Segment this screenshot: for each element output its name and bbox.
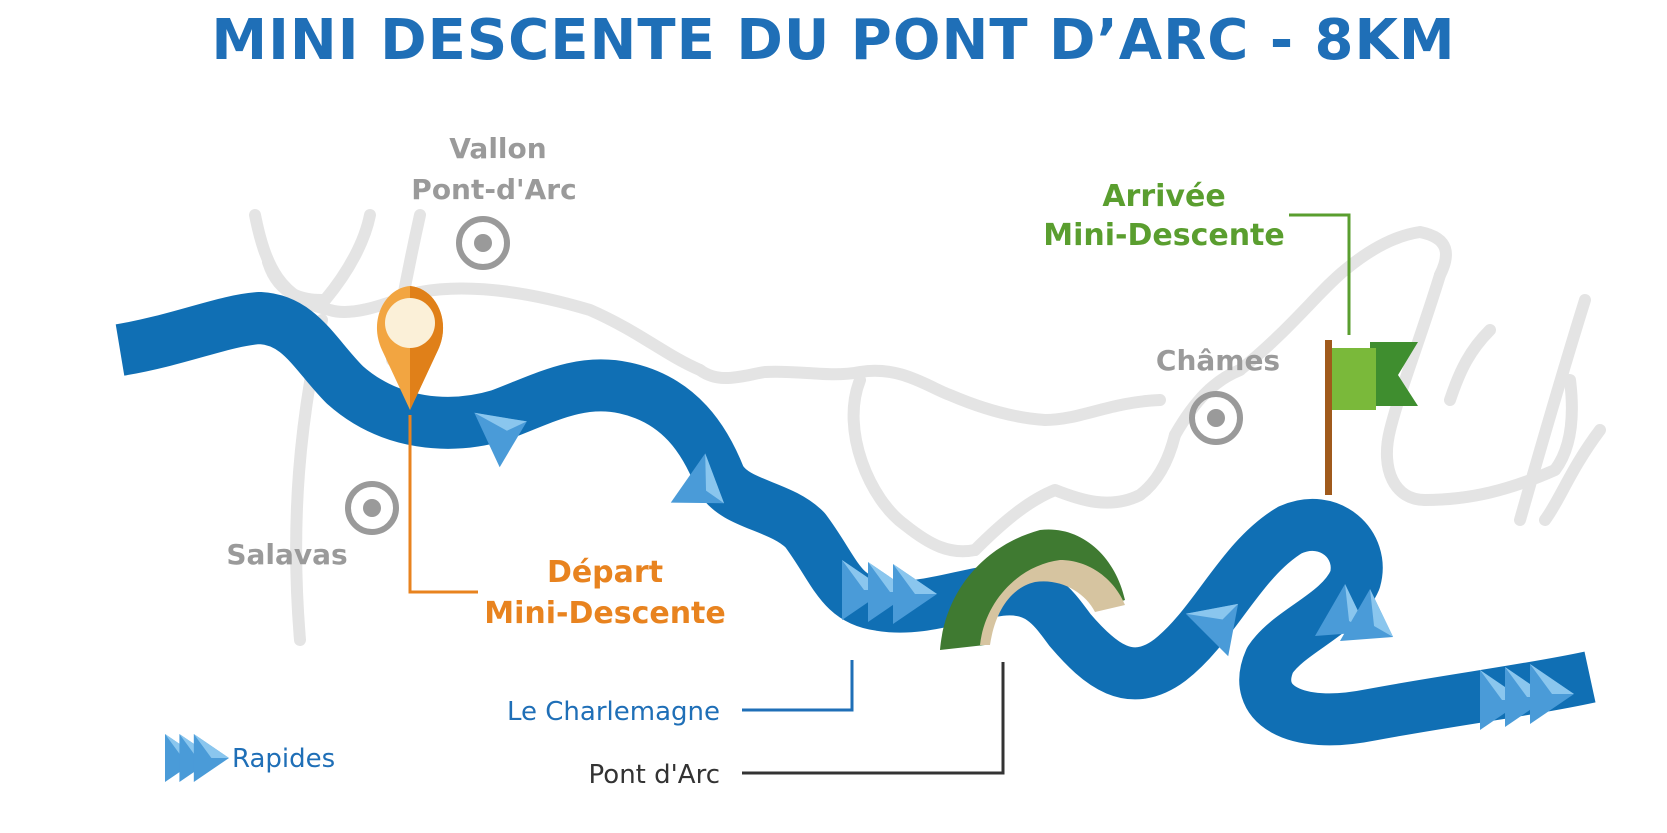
map-pin-icon [376, 286, 444, 410]
callout-pont-arc: Pont d'Arc [589, 760, 720, 790]
page-title: MINI DESCENTE DU PONT D’ARC - 8KM [211, 8, 1456, 73]
start-label: Départ [547, 555, 663, 590]
charlemagne-leader-line [742, 660, 854, 712]
legend-rapids-label: Rapides [232, 744, 335, 774]
target-icon [345, 481, 399, 535]
target-icon [456, 216, 510, 270]
road-network [249, 209, 1606, 646]
finish-label: Arrivée [1102, 179, 1225, 214]
place-salavas: Salavas [226, 538, 347, 571]
place-vallon: Vallon [449, 132, 546, 165]
finish-leader-line [1289, 213, 1351, 335]
start-leader-line [408, 415, 478, 594]
bridge-icon [940, 529, 1125, 650]
flag-icon [1325, 340, 1418, 495]
pont-arc-leader-line [742, 662, 1005, 775]
legend: Rapides [165, 734, 335, 782]
start-label-line2: Mini-Descente [484, 596, 726, 631]
callout-charlemagne: Le Charlemagne [507, 697, 720, 727]
target-icon [1189, 391, 1243, 445]
finish-label-line2: Mini-Descente [1043, 218, 1285, 253]
chevron-arrows-icon [165, 734, 229, 782]
place-chames: Châmes [1156, 344, 1280, 377]
place-vallon-line2: Pont-d'Arc [411, 173, 576, 206]
